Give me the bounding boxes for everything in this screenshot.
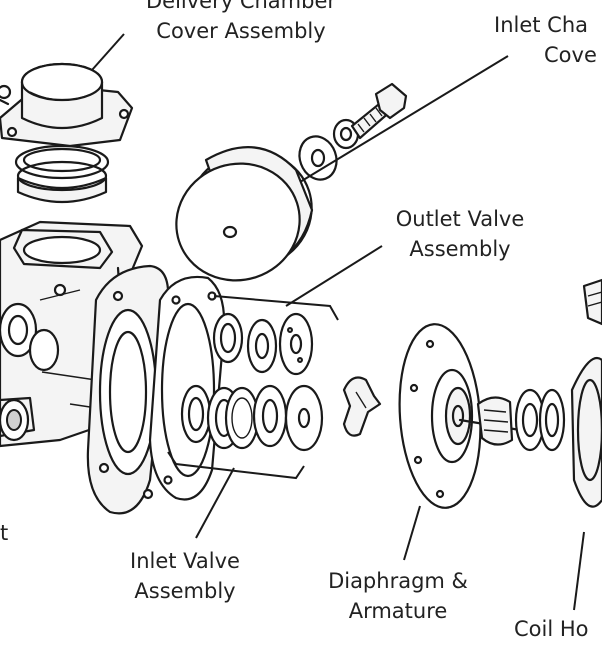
delivery-chamber-cover-part	[0, 62, 134, 204]
label-coil-line1: Coil Ho	[514, 617, 589, 641]
label-outlet-valve-assembly: Outlet Valve Assembly	[380, 204, 540, 264]
outlet-valve-part	[212, 295, 339, 376]
label-delivery-line1: Delivery Chamber	[145, 0, 337, 13]
label-diaphragm-line2: Armature	[348, 599, 448, 623]
label-inlet-valve-assembly: Inlet Valve Assembly	[112, 546, 258, 606]
leader-lines	[91, 33, 585, 611]
label-cutoff-left: t	[0, 518, 14, 548]
label-diaphragm-armature: Diaphragm & Armature	[310, 566, 486, 626]
label-coil-housing: Coil Ho	[514, 614, 602, 644]
label-delivery-chamber-cover: Delivery Chamber Cover Assembly	[128, 0, 354, 46]
coil-housing-part	[570, 278, 602, 508]
label-delivery-line2: Cover Assembly	[156, 19, 326, 43]
gasket-part	[148, 275, 226, 501]
label-inletvalve-line1: Inlet Valve	[130, 549, 240, 573]
inlet-valve-part	[167, 384, 324, 480]
label-outlet-line1: Outlet Valve	[395, 207, 525, 231]
label-inlet-chamber-cover: Inlet Cha Cove	[494, 10, 602, 70]
label-inlet-line1: Inlet Cha	[494, 13, 589, 37]
label-cutoff-line1: t	[0, 521, 9, 545]
label-outlet-line2: Assembly	[409, 237, 511, 261]
diaphragm-armature-part	[342, 323, 566, 509]
label-inletvalve-line2: Assembly	[134, 579, 236, 603]
label-inlet-line2: Cove	[544, 43, 597, 67]
inlet-chamber-cover-part	[175, 82, 408, 282]
label-diaphragm-line1: Diaphragm &	[328, 569, 468, 593]
